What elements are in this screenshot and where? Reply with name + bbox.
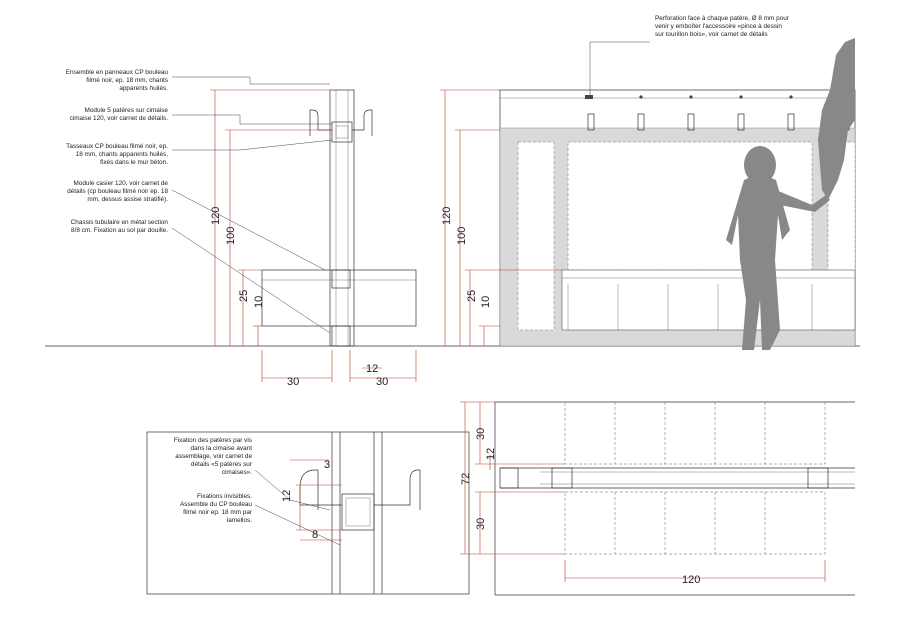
note-panels-2: filmé noir, ep. 18 mm, chants bbox=[86, 77, 168, 84]
note-fixpat-1: Fixation des patères par vis bbox=[174, 437, 252, 444]
detail-view: 3 12 8 Fixation des patères par vis dans… bbox=[146, 431, 470, 595]
note-fixpat-4: détails «5 patères sur bbox=[191, 461, 253, 468]
elev-dim-10: 10 bbox=[480, 296, 492, 308]
child-silhouette bbox=[726, 146, 830, 350]
note-tasseaux-3: fixés dans le mur béton. bbox=[100, 159, 168, 166]
plan-dim-30b: 30 bbox=[475, 518, 487, 530]
note-fixpat-3: assemblage, voir carnet de bbox=[175, 453, 252, 460]
note-panels-1: Ensemble en panneaux CP bouleau bbox=[66, 69, 169, 76]
plan-view: 30 12 72 30 120 bbox=[460, 401, 855, 596]
note-panels-3: apparents huilés. bbox=[119, 85, 168, 92]
elev-dim-120: 120 bbox=[441, 207, 453, 225]
section-dim-100: 100 bbox=[225, 227, 237, 245]
note-perforation-2: venir y emboîter l'accessoire «pince à d… bbox=[655, 23, 782, 30]
section-dim-30a: 30 bbox=[287, 376, 299, 388]
note-module-2: cimaise 120, voir carnet de détails. bbox=[70, 115, 169, 122]
note-fixinv-2: Assemble du CP bouleau bbox=[180, 501, 252, 508]
note-chassis-2: 8/8 cm. Fixation au sol par douille. bbox=[71, 227, 168, 234]
section-dim-25: 25 bbox=[238, 290, 250, 302]
note-casier-2: détails (cp bouleau filmé noir ep. 18 bbox=[67, 188, 168, 195]
note-perforation-1: Perforation face à chaque patère, Ø 8 mm… bbox=[655, 15, 790, 22]
note-casier-3: mm, dessus assise stratifié). bbox=[87, 196, 168, 203]
elev-dim-100: 100 bbox=[456, 227, 468, 245]
note-fixinv-1: Fixations invisibles. bbox=[197, 493, 252, 500]
detail-dim-3: 3 bbox=[324, 459, 330, 471]
section-dim-120: 120 bbox=[210, 207, 222, 225]
plan-dim-30a: 30 bbox=[475, 428, 487, 440]
note-fixpat-5: cimaises». bbox=[222, 469, 252, 476]
note-fixinv-4: lamellos. bbox=[227, 517, 252, 524]
note-tasseaux-1: Tasseaux CP bouleau filmé noir, ep. bbox=[66, 143, 168, 150]
note-casier-1: Module casier 120, voir carnet de bbox=[74, 180, 169, 187]
detail-dim-8: 8 bbox=[312, 529, 318, 541]
note-chassis-1: Chassis tubulaire en métal section bbox=[71, 219, 169, 226]
detail-dim-12: 12 bbox=[281, 490, 293, 502]
adult-silhouette bbox=[818, 38, 855, 200]
note-tasseaux-2: 18 mm, chants apparents huilés, bbox=[76, 151, 169, 158]
note-fixinv-3: filmé noir ep. 18 mm par bbox=[183, 509, 253, 516]
note-fixpat-2: dans la cimaise avant bbox=[191, 445, 253, 452]
elevation-view: 120 100 25 10 Perforation face à chaque … bbox=[440, 15, 860, 350]
note-perforation-3: sur tourillon bois», voir carnet de déta… bbox=[655, 31, 768, 38]
section-dim-30b: 30 bbox=[376, 376, 388, 388]
plan-dim-72: 72 bbox=[460, 473, 472, 485]
section-dim-12: 12 bbox=[366, 363, 378, 375]
section-view: 120 100 25 10 30 12 30 Ensemble en panne… bbox=[45, 69, 490, 388]
plan-dim-12: 12 bbox=[485, 448, 497, 460]
section-dim-10: 10 bbox=[253, 296, 265, 308]
elev-dim-25: 25 bbox=[466, 290, 478, 302]
plan-dim-120: 120 bbox=[682, 574, 700, 586]
note-module-1: Module 5 patères sur cimaise bbox=[85, 107, 169, 114]
